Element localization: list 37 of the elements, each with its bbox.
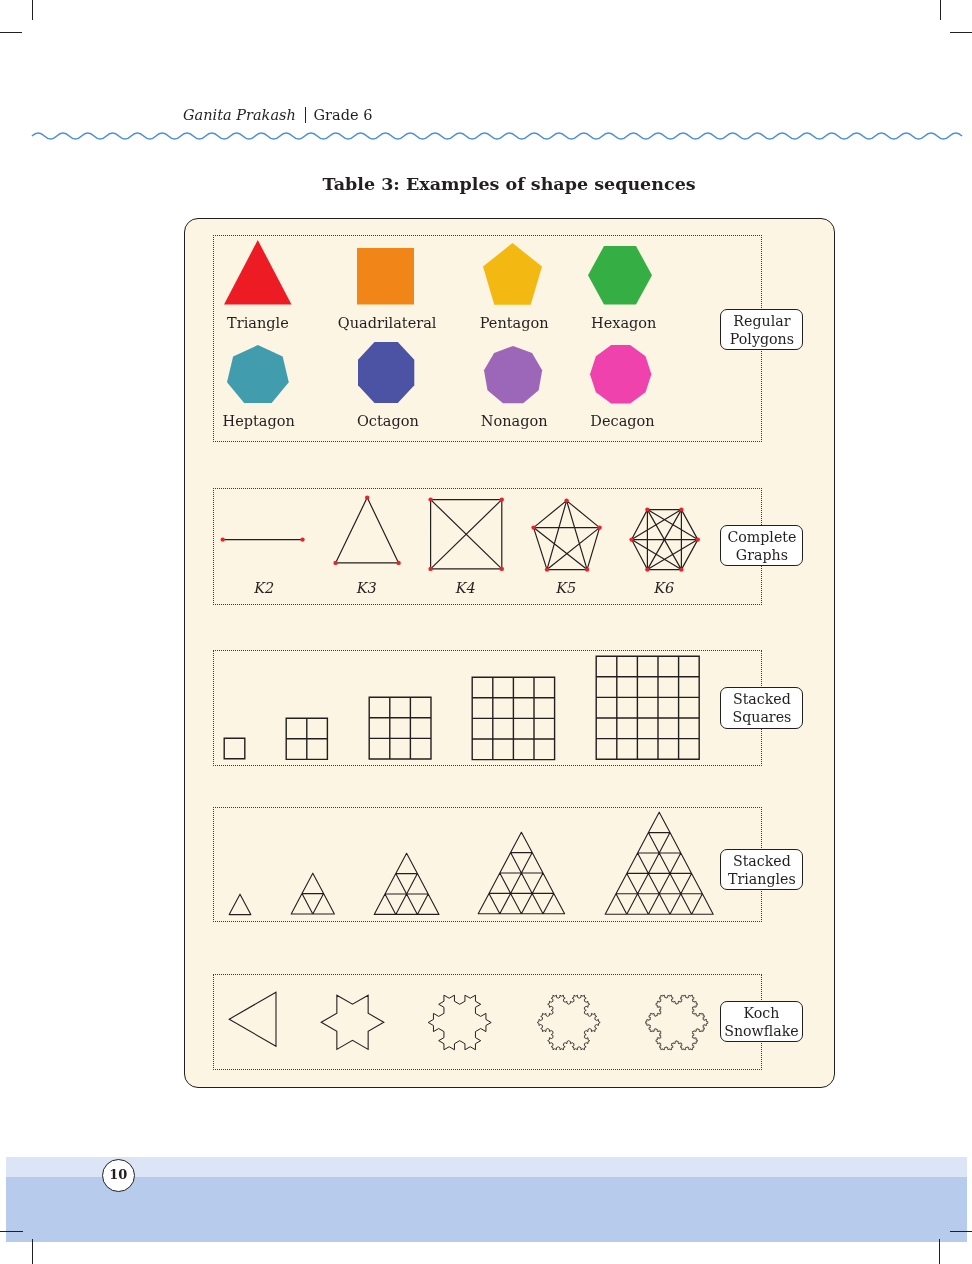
triangle-grid bbox=[289, 872, 336, 916]
shape-name: Quadrilateral bbox=[337, 313, 437, 332]
category-label: Stacked Squares bbox=[720, 687, 804, 729]
category-label: Koch Snowflake bbox=[720, 1001, 803, 1043]
shape-name: Hexagon bbox=[591, 313, 657, 332]
shape-name: Nonagon bbox=[480, 411, 548, 430]
square-grid bbox=[594, 655, 701, 761]
triangle-grid bbox=[477, 831, 567, 916]
category-label: Stacked Triangles bbox=[720, 849, 804, 891]
graph-name: K5 bbox=[556, 579, 577, 598]
graph-name: K2 bbox=[254, 579, 275, 598]
grade-label: Grade 6 bbox=[313, 106, 373, 124]
snowflake-outline bbox=[536, 993, 602, 1051]
triangle-grid bbox=[603, 811, 715, 916]
graph-name: K6 bbox=[654, 579, 675, 598]
square-grid bbox=[367, 696, 432, 761]
shape-name: Triangle bbox=[227, 313, 289, 332]
shape-name: Octagon bbox=[356, 411, 419, 430]
triangle-outline bbox=[228, 991, 278, 1048]
star-outline bbox=[320, 994, 386, 1051]
shape-name: Pentagon bbox=[479, 313, 549, 332]
table-panel bbox=[184, 218, 835, 1088]
square-outline bbox=[223, 737, 247, 761]
shape-name: Heptagon bbox=[222, 411, 295, 430]
category-label: Complete Graphs bbox=[720, 525, 804, 567]
shape-name: Decagon bbox=[590, 411, 655, 430]
category-label: Regular Polygons bbox=[720, 309, 804, 351]
book-title: Ganita Prakash bbox=[183, 106, 296, 124]
graph-name: K3 bbox=[356, 579, 377, 598]
triangle-outline bbox=[228, 892, 253, 916]
graph-name: K4 bbox=[455, 579, 476, 598]
triangle-grid bbox=[372, 851, 441, 916]
snowflake-outline bbox=[427, 993, 493, 1051]
snowflake-outline bbox=[644, 993, 710, 1051]
square-grid bbox=[471, 675, 557, 761]
table-title: Table 3: Examples of shape sequences bbox=[322, 173, 696, 195]
square-grid bbox=[285, 716, 329, 761]
